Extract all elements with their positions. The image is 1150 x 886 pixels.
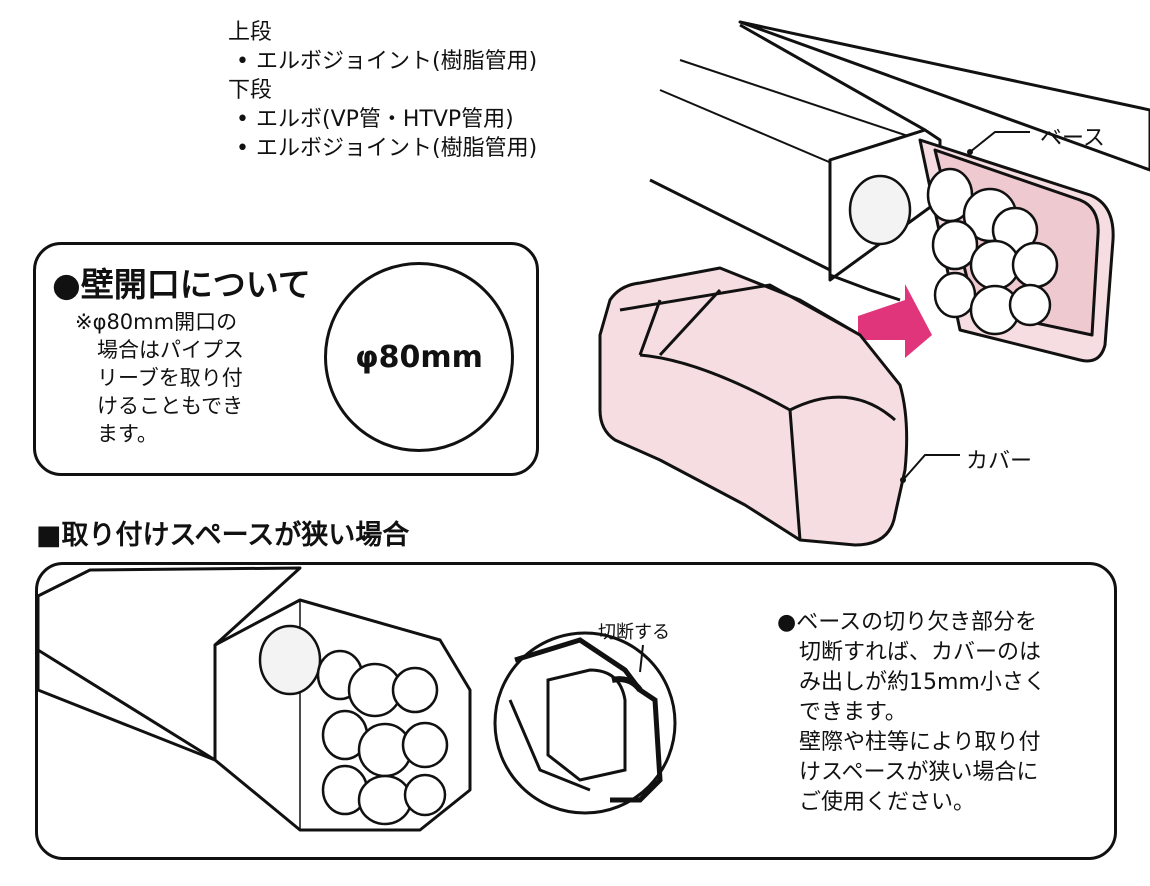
base-label: ベース — [1040, 126, 1105, 151]
cover-illustration — [598, 266, 909, 547]
note-line: けスペースが狭い場合に — [799, 760, 1039, 785]
parts-list: 上段 • エルボジョイント(樹脂管用) 下段 • エルボ(VP管・HTVP管用)… — [228, 18, 537, 163]
upper-heading: 上段 — [228, 20, 273, 45]
cover-label: カバー — [966, 449, 1033, 474]
opening-circle: φ80mm — [324, 262, 514, 452]
note-line: できます。 — [799, 700, 907, 725]
lower-item-1: • エルボ(VP管・HTVP管用) — [228, 105, 537, 134]
note-line: み出しが約15mm小さく — [799, 670, 1046, 695]
wall-opening-title: ●壁開口について — [52, 265, 311, 304]
narrow-section-box — [35, 562, 1117, 860]
note-line: ※φ80mm開口の — [75, 310, 238, 334]
wall-opening-note: ※φ80mm開口の 場合はパイプス リーブを取り付 けることもでき ます。 — [75, 308, 315, 448]
elbow-fittings — [848, 167, 1059, 336]
elbow-fittings-lower — [258, 624, 449, 826]
opening-diameter-label: φ80mm — [355, 339, 483, 375]
narrow-note: ●ベースの切り欠き部分を 切断すれば、カバーのは み出しが約15mm小さく でき… — [777, 608, 1107, 818]
upper-item-label: エルボジョイント(樹脂管用) — [255, 49, 538, 74]
note-line: 切断すれば、カバーのは — [799, 640, 1042, 665]
note-line: 壁際や柱等により取り付 — [799, 730, 1041, 755]
bullet: • — [236, 107, 249, 132]
note-line: リーブを取り付 — [97, 366, 243, 390]
lower-item-label: エルボ(VP管・HTVP管用) — [255, 107, 514, 132]
upper-item-1: • エルボジョイント(樹脂管用) — [228, 47, 537, 76]
narrow-section-title: ■取り付けスペースが狭い場合 — [36, 520, 410, 551]
note-line: ます。 — [97, 422, 158, 446]
lower-item-2: • エルボジョイント(樹脂管用) — [228, 134, 537, 163]
note-line: 場合はパイプス — [97, 338, 244, 362]
cut-detail-illustration — [493, 631, 677, 815]
note-line: けることもでき — [97, 394, 244, 418]
lower-item-label: エルボジョイント(樹脂管用) — [255, 136, 538, 161]
wall-opening-box — [33, 242, 539, 476]
bullet: • — [236, 49, 249, 74]
cut-label: 切断する — [598, 622, 670, 643]
push-arrow — [858, 284, 932, 358]
note-line: ご使用ください。 — [799, 790, 976, 815]
note-line: ●ベースの切り欠き部分を — [777, 610, 1038, 635]
lower-heading: 下段 — [228, 78, 273, 103]
bullet: • — [236, 136, 249, 161]
